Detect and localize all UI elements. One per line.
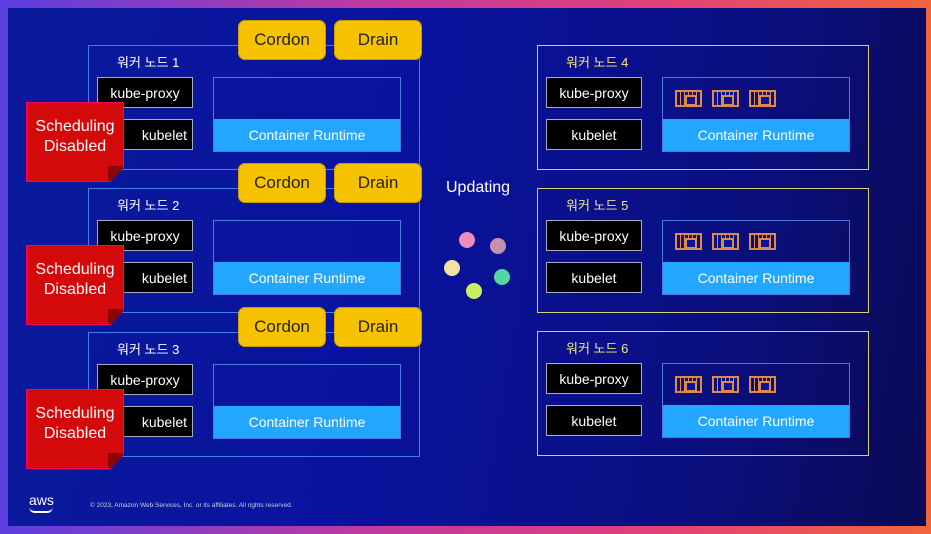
scheduling-disabled-note: Scheduling Disabled <box>26 102 124 182</box>
runtime-box: Container Runtime <box>662 77 850 152</box>
container-runtime: Container Runtime <box>663 405 849 437</box>
pod-icon <box>712 90 739 107</box>
container-runtime: Container Runtime <box>214 262 400 294</box>
runtime-box: Container Runtime <box>213 364 401 439</box>
copyright: © 2023, Amazon Web Services, Inc. or its… <box>90 502 293 509</box>
pod-icon <box>675 90 702 107</box>
kube-proxy-box: kube-proxy <box>546 77 642 108</box>
runtime-box: Container Runtime <box>213 220 401 295</box>
aws-logo-text: aws <box>29 492 54 508</box>
kube-proxy-box: kube-proxy <box>546 363 642 394</box>
kube-proxy-box: kube-proxy <box>546 220 642 251</box>
worker-node-3: 워커 노드 3 kube-proxy kubelet Container Run… <box>88 332 420 457</box>
aws-logo: aws <box>29 492 54 513</box>
worker-node-1: 워커 노드 1 kube-proxy kubelet Container Run… <box>88 45 420 170</box>
pod-dot <box>444 260 460 276</box>
pod-dot <box>490 238 506 254</box>
container-runtime: Container Runtime <box>663 119 849 151</box>
node-title: 워커 노드 5 <box>566 198 629 213</box>
container-runtime: Container Runtime <box>214 119 400 151</box>
pod-dot <box>466 283 482 299</box>
runtime-box: Container Runtime <box>662 220 850 295</box>
scheduling-disabled-note: Scheduling Disabled <box>26 245 124 325</box>
pod-icon <box>675 376 702 393</box>
pod-icon <box>749 90 776 107</box>
node-title: 워커 노드 6 <box>566 341 629 356</box>
kube-proxy-box: kube-proxy <box>97 364 193 395</box>
node-title: 워커 노드 2 <box>117 198 180 213</box>
node-title: 워커 노드 3 <box>117 342 180 357</box>
drain-button[interactable]: Drain <box>334 20 422 60</box>
runtime-box: Container Runtime <box>662 363 850 438</box>
updating-label: Updating <box>446 179 511 196</box>
drain-button[interactable]: Drain <box>334 163 422 203</box>
drain-button[interactable]: Drain <box>334 307 422 347</box>
runtime-box: Container Runtime <box>213 77 401 152</box>
pod-icon <box>675 233 702 250</box>
pod-dot <box>494 269 510 285</box>
pod-icon <box>749 376 776 393</box>
pod-icon <box>712 376 739 393</box>
pod-icon <box>712 233 739 250</box>
node-title: 워커 노드 1 <box>117 55 180 70</box>
pod-icon <box>749 233 776 250</box>
kube-proxy-box: kube-proxy <box>97 77 193 108</box>
kubelet-box: kubelet <box>546 119 642 150</box>
worker-node-2: 워커 노드 2 kube-proxy kubelet Container Run… <box>88 188 420 313</box>
container-runtime: Container Runtime <box>214 406 400 438</box>
cordon-button[interactable]: Cordon <box>238 307 326 347</box>
scheduling-disabled-note: Scheduling Disabled <box>26 389 124 469</box>
pod-dot <box>459 232 475 248</box>
container-runtime: Container Runtime <box>663 262 849 294</box>
worker-node-5: 워커 노드 5 kube-proxy kubelet Container Run… <box>537 188 869 313</box>
node-title: 워커 노드 4 <box>566 55 629 70</box>
worker-node-6: 워커 노드 6 kube-proxy kubelet Container Run… <box>537 331 869 456</box>
kubelet-box: kubelet <box>546 262 642 293</box>
cordon-button[interactable]: Cordon <box>238 20 326 60</box>
worker-node-4: 워커 노드 4 kube-proxy kubelet Container Run… <box>537 45 869 170</box>
cordon-button[interactable]: Cordon <box>238 163 326 203</box>
kubelet-box: kubelet <box>546 405 642 436</box>
